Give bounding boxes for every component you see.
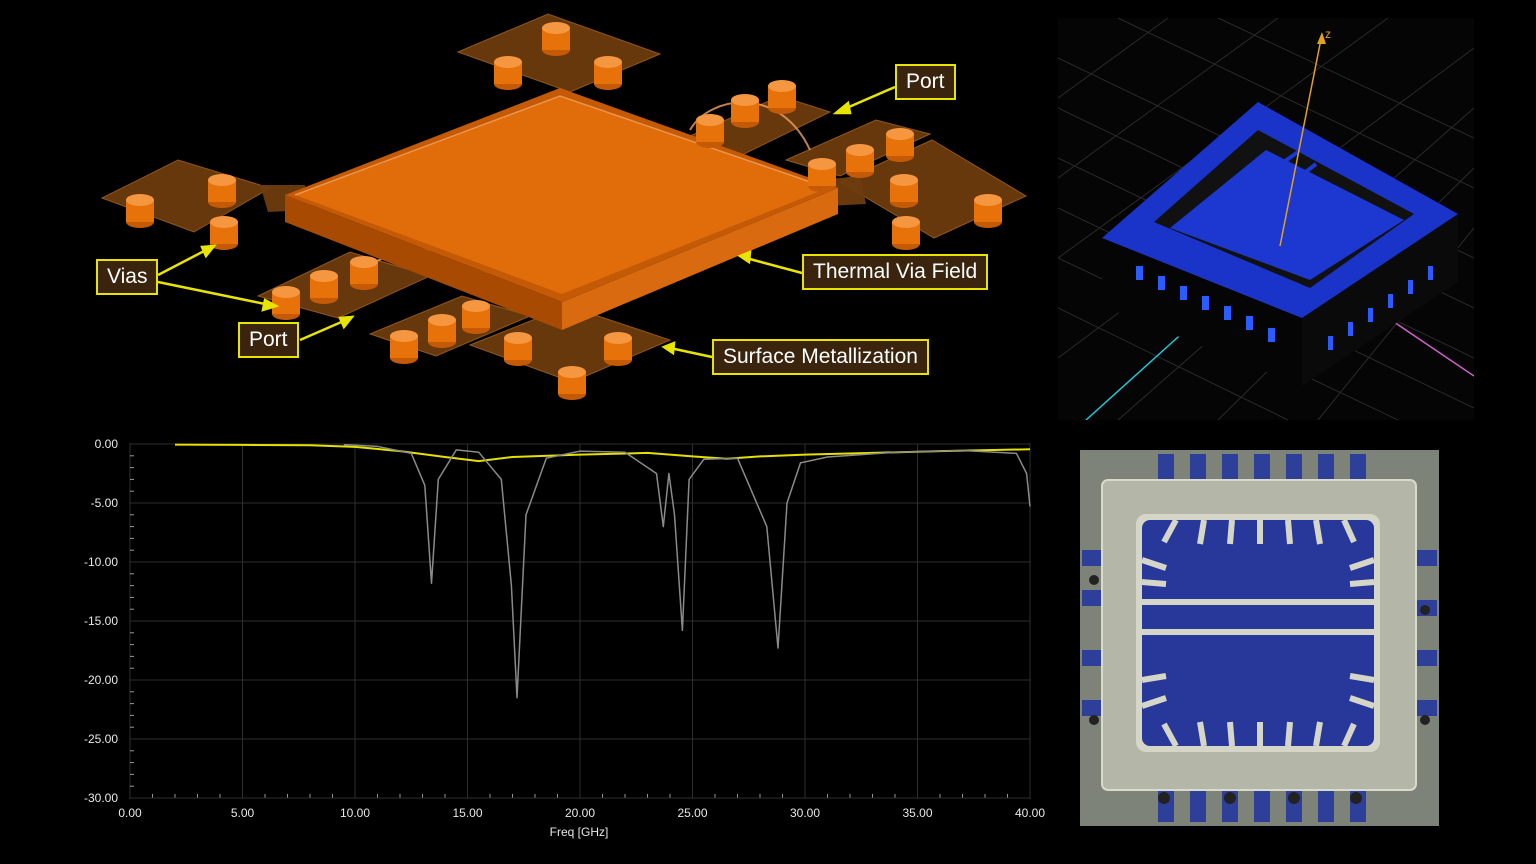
chart-canvas: 0.00 5.00 10.00 15.00 20.00 25.00 30.00 35.00 40…: [84, 437, 1045, 839]
s-parameter-plot: 0.00 5.00 10.00 15.00 20.00 25.00 30.00 35.00 40…: [60, 430, 1060, 855]
series-line-2: [343, 443, 1031, 699]
callout-thermal-via-field: Thermal Via Field: [802, 254, 989, 290]
x-tick-label: 0.00: [118, 806, 142, 820]
callout-surface-metallization: Surface Metallization: [712, 339, 929, 375]
x-tick-label: 5.00: [231, 806, 255, 820]
series-group: [174, 443, 1031, 699]
x-tick-label: 25.00: [677, 806, 707, 820]
z-axis-label: z: [1325, 27, 1331, 41]
x-tick-label: 40.00: [1015, 806, 1045, 820]
x-tick-label: 10.00: [340, 806, 370, 820]
package-layout-3d-view: Port Vias Thermal Via Field Port Surface…: [90, 0, 1050, 420]
z-axis-line: [1279, 33, 1323, 247]
y-tick-label: 0.00: [95, 437, 119, 451]
x-tick-label: 15.00: [452, 806, 482, 820]
x-tick-label: 30.00: [790, 806, 820, 820]
callout-vias: Vias: [96, 259, 159, 295]
x-axis-label: Freq [GHz]: [550, 825, 609, 839]
series-line-1: [174, 443, 1031, 463]
package-isometric-view: z: [1057, 17, 1475, 421]
package-photo: [1080, 450, 1439, 826]
y-tick-label: -30.00: [84, 791, 118, 805]
package-photo-drawing: [1080, 450, 1439, 826]
x-axis-line: [1387, 317, 1475, 377]
callout-port-bottom: Port: [238, 322, 299, 358]
y-tick-label: -15.00: [84, 614, 118, 628]
layout-drawing: [100, 13, 1028, 400]
x-tick-label: 35.00: [902, 806, 932, 820]
y-tick-label: -25.00: [84, 732, 118, 746]
y-tick-label: -5.00: [91, 496, 119, 510]
package-3d-render: z: [1057, 17, 1475, 421]
callout-port-top: Port: [895, 64, 956, 100]
x-tick-label: 20.00: [565, 806, 595, 820]
y-tick-label: -20.00: [84, 673, 118, 687]
tick-labels: 0.00 5.00 10.00 15.00 20.00 25.00 30.00 35.00 40…: [84, 437, 1045, 820]
y-tick-label: -10.00: [84, 555, 118, 569]
grid: [129, 443, 1031, 799]
